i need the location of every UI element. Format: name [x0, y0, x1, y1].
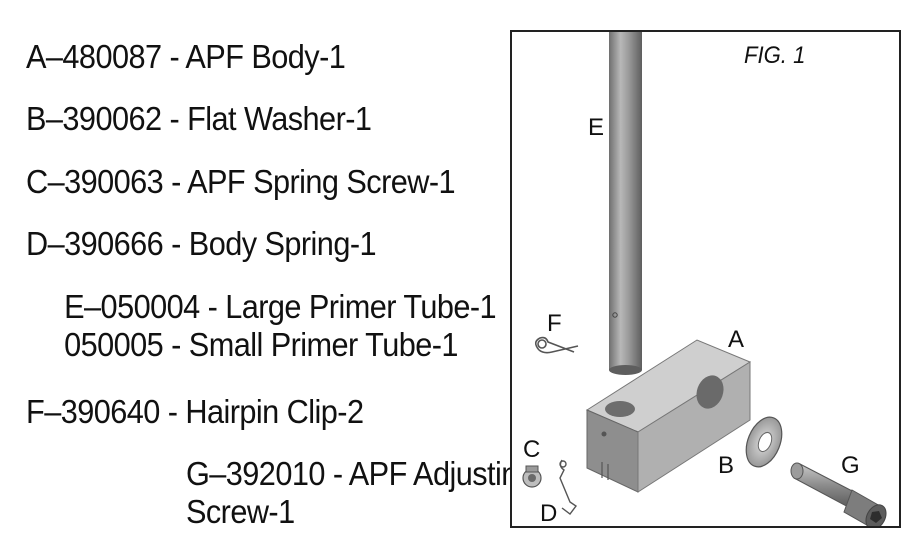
callout-d: D [540, 500, 558, 527]
callout-e: E [588, 114, 605, 141]
part-b-text: B–390062 - Flat Washer-1 [26, 100, 372, 137]
figure-title: FIG. 1 [744, 42, 806, 69]
apf-body-a [585, 339, 752, 493]
assembly-illustration [522, 32, 887, 526]
part-a-text: A–480087 - APF Body-1 [26, 38, 346, 75]
part-e-text-line2: 050005 - Small Primer Tube-1 [64, 326, 458, 363]
callout-f: F [547, 310, 562, 337]
adjusting-screw-g [790, 462, 887, 526]
hairpin-clip-f [534, 336, 579, 354]
part-d-text: D–390666 - Body Spring-1 [26, 225, 377, 262]
part-a-entry: A–480087 - APF Body-1 [26, 38, 346, 76]
part-f-entry: F–390640 - Hairpin Clip-2 [26, 393, 364, 431]
part-g-entry: G–392010 - APF Adjusting Screw-1 [26, 455, 535, 531]
part-c-text: C–390063 - APF Spring Screw-1 [26, 163, 456, 200]
callout-a: A [728, 326, 745, 353]
spring-screw-c [522, 465, 542, 488]
body-spring-d [559, 459, 578, 515]
part-b-entry: B–390062 - Flat Washer-1 [26, 100, 372, 138]
part-g-text-line2: Screw-1 [185, 493, 295, 530]
part-e-text-line1: E–050004 - Large Primer Tube-1 [64, 288, 497, 325]
part-f-text: F–390640 - Hairpin Clip-2 [26, 393, 364, 430]
primer-tube-e [609, 32, 642, 375]
figure-frame: FIG. 1 E F A C B G D [510, 30, 901, 528]
part-g-text-line1: G–392010 - APF Adjusting [185, 455, 535, 492]
callout-c: C [523, 436, 541, 463]
part-c-entry: C–390063 - APF Spring Screw-1 [26, 163, 456, 201]
part-d-entry: D–390666 - Body Spring-1 [26, 225, 377, 263]
part-e-entry: E–050004 - Large Primer Tube-1 050005 - … [26, 288, 496, 364]
callout-g: G [841, 452, 860, 479]
flat-washer-b [745, 416, 783, 468]
callout-b: B [718, 452, 735, 479]
